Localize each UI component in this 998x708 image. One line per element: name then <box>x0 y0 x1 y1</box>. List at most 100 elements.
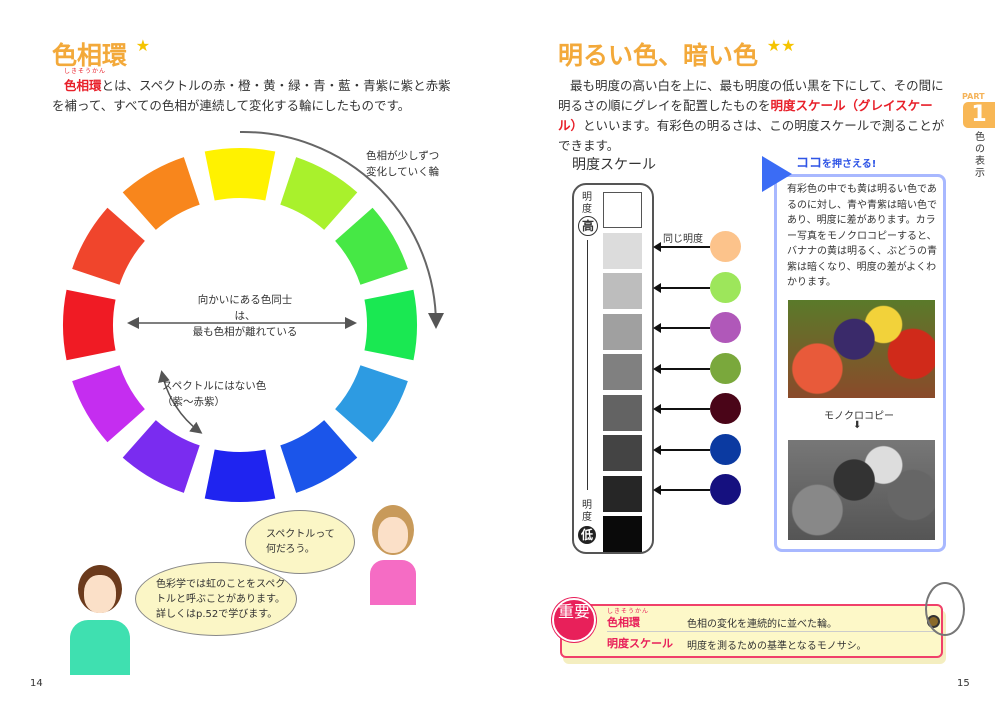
same-value-arrow <box>653 282 710 293</box>
label-line: 変化していく輪 <box>366 166 440 178</box>
gray-swatch <box>603 192 642 228</box>
speech-bubble-girl: スペクトルって何だろう。 <box>245 510 355 574</box>
gray-swatch <box>603 475 642 512</box>
same-value-arrow <box>653 363 710 374</box>
important-term: 色相環 <box>607 616 640 629</box>
hue-segment <box>204 148 276 201</box>
part-title: 色の表示 <box>975 132 985 179</box>
point-heading: ココを押さえる! <box>796 152 876 171</box>
same-value-arrow <box>653 242 710 252</box>
same-value-arrow <box>653 323 710 333</box>
chromatic-color-dot <box>710 352 741 384</box>
label-line: スペクトルにはない色 <box>162 380 267 392</box>
bubble-line: 何だろう。 <box>266 544 315 555</box>
color-wheel <box>63 130 444 503</box>
gray-swatch <box>603 516 642 552</box>
difficulty-stars: ★ <box>135 36 151 55</box>
hue-segment <box>63 289 116 361</box>
teacher-illustration <box>70 565 130 675</box>
right-title: 明るい色、暗い色 ★★ <box>558 36 795 72</box>
hue-segment <box>122 157 200 230</box>
term-with-ruby: しきそうかん色相環 <box>64 68 105 96</box>
point-heading-main: ココ <box>796 156 823 171</box>
nonspectrum-arrow <box>158 370 203 434</box>
label-line: 向かいにある色同士は、 <box>197 294 293 322</box>
hue-segment <box>335 207 408 285</box>
part-label: PART <box>962 92 985 101</box>
color-fruit-photo <box>788 300 935 398</box>
gray-swatch <box>603 354 642 390</box>
bubble-line: 色彩学では虹のことをスペク <box>156 579 286 590</box>
chromatic-color-dot <box>710 312 741 343</box>
bubble-line: トルと呼ぶことがあります。 <box>156 594 285 605</box>
hue-segment <box>364 289 417 361</box>
intro-text: といいます。有彩色の明るさは、この明度スケールで測ることができます。 <box>558 118 945 153</box>
chromatic-color-dot <box>710 271 741 303</box>
bubble-line: スペクトルって <box>266 529 335 540</box>
right-title-text: 明るい色、暗い色 <box>558 41 759 70</box>
gradual-arrow <box>239 130 444 329</box>
speech-bubble-teacher: 色彩学では虹のことをスペクトルと呼ぶことがあります。詳しくはp.52で学びます。 <box>135 562 297 636</box>
gray-swatch <box>603 273 642 309</box>
important-definition: 明度を測るための基準となるモノサシ。 <box>687 641 867 652</box>
page-number-right: 15 <box>957 678 970 689</box>
important-badge: 重要 <box>552 598 596 642</box>
arrow-pointer-icon <box>762 156 792 192</box>
left-title-text: 色相環 <box>52 41 128 70</box>
label-opposite: 向かいにある色同士は、最も色相が離れている <box>190 292 300 340</box>
label-same-value: 同じ明度 <box>663 234 703 245</box>
monochrome-fruit-photo <box>788 440 935 540</box>
hue-segment <box>280 157 358 230</box>
gray-swatch <box>603 232 642 269</box>
label-low: 低 <box>578 526 596 544</box>
lightness-axis <box>587 240 588 490</box>
chromatic-color-dot <box>710 433 741 465</box>
difficulty-stars: ★★ <box>766 36 796 55</box>
point-heading-sub: を押さえる! <box>822 159 877 170</box>
girl-illustration <box>368 505 418 605</box>
hue-segment <box>335 365 408 443</box>
page-number-left: 14 <box>30 678 43 689</box>
gray-swatch <box>603 313 642 350</box>
important-definition: 色相の変化を連続的に並べた輪。 <box>687 619 837 630</box>
right-intro: 最も明度の高い白を上に、最も明度の低い黒を下にして、その間に明るさの順にグレイを… <box>558 76 950 156</box>
term-ruby: しきそうかん <box>64 68 107 75</box>
label-lightness-top: 明度 <box>582 192 592 215</box>
left-intro: しきそうかん色相環とは、スペクトルの赤・橙・黄・緑・青・藍・青紫に紫と赤紫を補っ… <box>52 68 452 116</box>
same-value-arrow <box>653 404 710 414</box>
important-term-ruby: しきそうかん <box>607 608 650 615</box>
hue-segment <box>72 365 145 443</box>
down-arrow-icon: ⬇ <box>853 420 862 431</box>
label-line: 色相が少しずつ <box>366 150 440 162</box>
chromatic-color-dot <box>710 231 741 262</box>
point-box <box>774 174 946 552</box>
scale-title: 明度スケール <box>572 157 656 173</box>
hue-segment <box>204 449 276 503</box>
label-line: 最も色相が離れている <box>192 326 298 338</box>
chromatic-color-dot <box>710 393 741 424</box>
important-term: 明度スケール <box>607 637 673 650</box>
term-hue-circle: 色相環 <box>64 78 102 93</box>
part-number-tab: 1 <box>963 102 995 128</box>
label-lightness-bottom: 明度 <box>582 500 592 523</box>
gray-swatch <box>603 394 642 431</box>
hue-segment <box>122 420 200 493</box>
left-title: 色相環 ★ <box>52 36 150 72</box>
divider <box>607 631 937 632</box>
same-value-arrow <box>653 444 710 455</box>
mono-copy-label: モノクロコピー <box>824 411 894 422</box>
hue-segment <box>280 420 358 493</box>
label-gradual: 色相が少しずつ変化していく輪 <box>366 148 439 180</box>
bubble-line: 詳しくはp.52で学びます。 <box>156 609 278 620</box>
same-value-arrow <box>653 485 710 495</box>
label-line: （紫〜赤紫） <box>162 396 225 408</box>
chromatic-color-dot <box>710 474 741 505</box>
intro-text: 最も明度の高い白を上に、最も明度の低い黒を下にして、その間に明るさの順にグレイを… <box>558 78 944 113</box>
point-text: 有彩色の中でも黄は明るい色であるのに対し、青や青紫は暗い色であり、明度に差があり… <box>787 184 937 288</box>
hue-segment <box>72 207 145 285</box>
label-high: 高 <box>578 216 598 236</box>
gray-swatch <box>603 435 642 471</box>
intro-text: とは、スペクトルの赤・橙・黄・緑・青・藍・青紫に紫と赤紫を補って、すべての色相が… <box>52 78 451 113</box>
ring-icon <box>925 582 965 636</box>
